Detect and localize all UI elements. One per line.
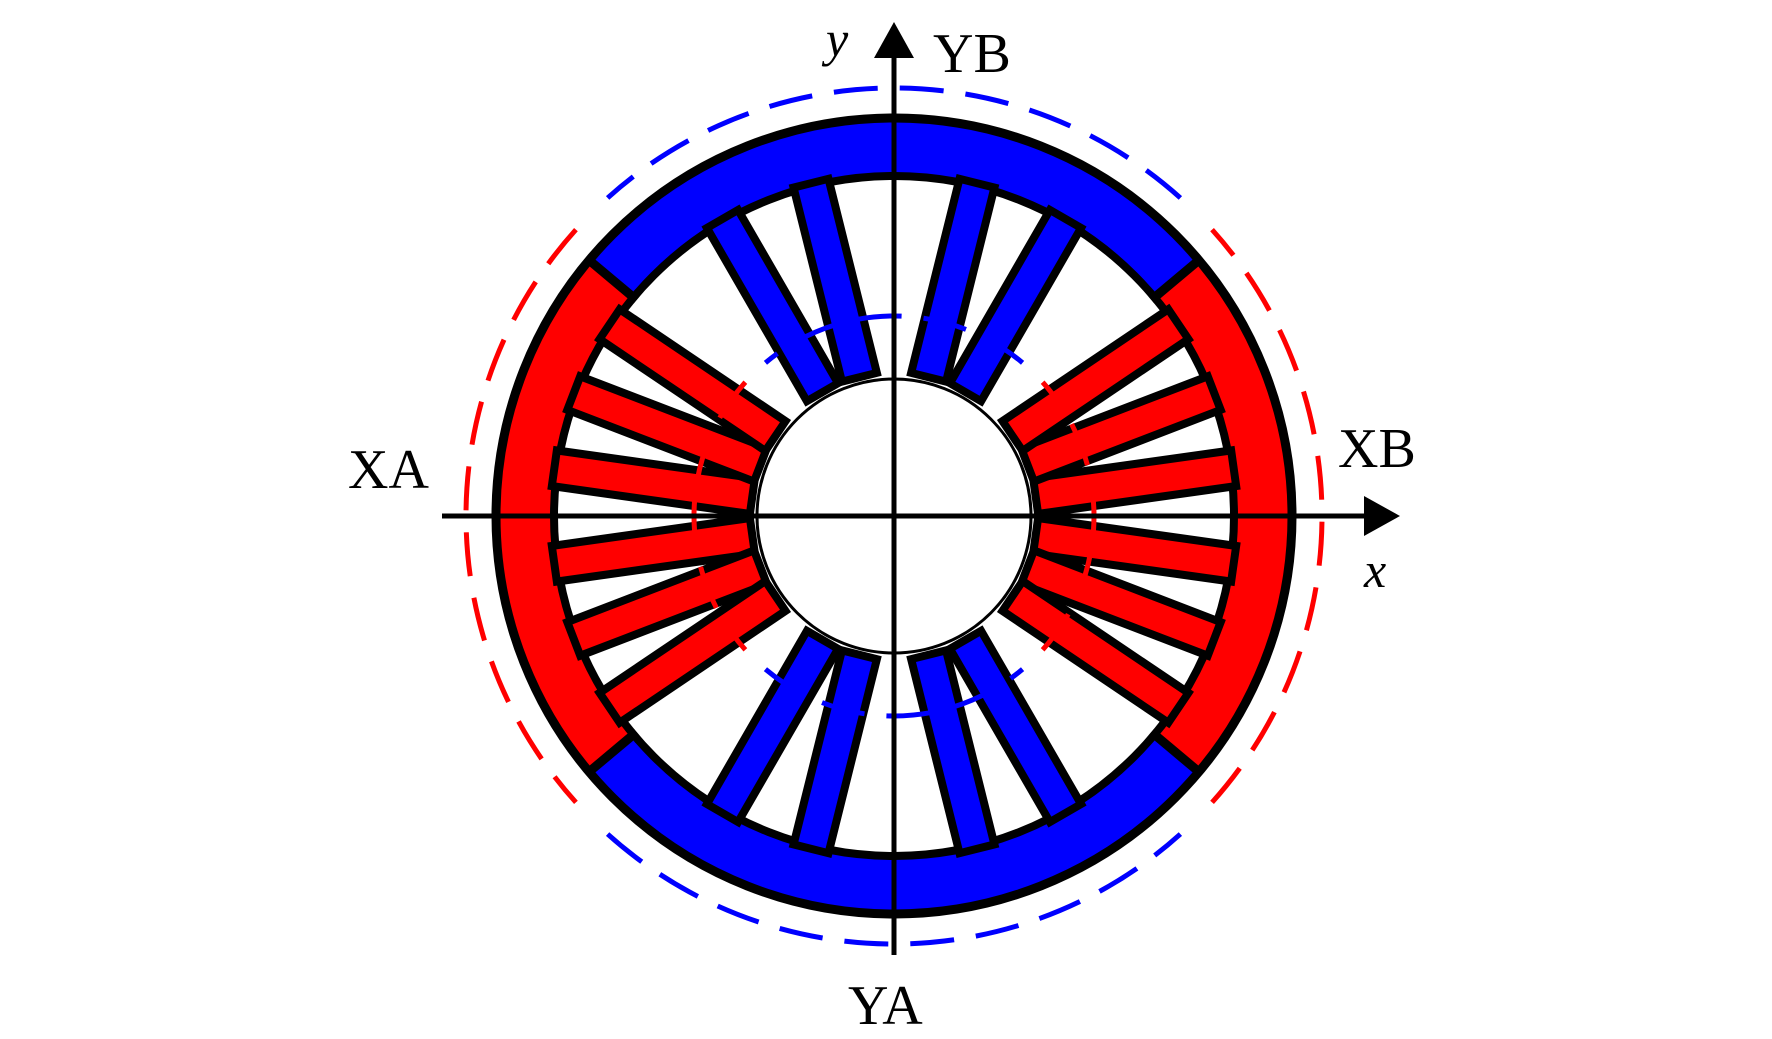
y-axis-arrowhead: [874, 22, 914, 58]
x-axis-label: x: [1363, 542, 1386, 598]
outer-dashed-arcs: [463, 85, 1325, 947]
stator-tooth: [788, 645, 882, 859]
tooth-body: [1015, 371, 1226, 487]
stator-tooth: [906, 173, 1000, 387]
stator-tooth: [701, 204, 844, 407]
stator-tooth: [594, 575, 792, 729]
stator-tooth: [1015, 545, 1226, 661]
tooth-body: [996, 575, 1194, 729]
label-ya: YA: [848, 975, 923, 1037]
yoke-sector-yb: [589, 117, 1199, 298]
tooth-body: [547, 513, 760, 587]
tooth-body: [906, 645, 1000, 859]
tooth-body: [788, 645, 882, 859]
stator-tooth: [1028, 513, 1241, 587]
outer-flux-arc-xb: [1210, 227, 1325, 805]
stator-tooth: [944, 204, 1087, 407]
stator-tooth: [1015, 371, 1226, 487]
stator-tooth: [547, 513, 760, 587]
sector-divider: [1148, 256, 1202, 304]
stator-tooth: [701, 625, 844, 828]
tooth-body: [1015, 545, 1226, 661]
tooth-body: [594, 303, 792, 457]
stator-tooth: [1028, 445, 1241, 519]
x-axis-arrowhead: [1364, 496, 1400, 536]
y-axis-label: y: [821, 11, 849, 67]
tooth-body: [944, 204, 1087, 407]
stator-tooth: [906, 645, 1000, 859]
tooth-body: [594, 575, 792, 729]
sector-divider: [586, 256, 640, 304]
tooth-body: [906, 173, 1000, 387]
tooth-body: [788, 173, 882, 387]
outer-flux-arc-xa: [463, 227, 578, 805]
stator-tooth: [788, 173, 882, 387]
sector-divider: [1148, 728, 1202, 776]
tooth-body: [944, 625, 1087, 828]
stator-tooth: [562, 545, 773, 661]
stator-tooth: [547, 445, 760, 519]
stator-tooth: [562, 371, 773, 487]
stator-tooth: [996, 575, 1194, 729]
outer-flux-arc-yb: [605, 85, 1183, 200]
stator-tooth: [594, 303, 792, 457]
tooth-body: [996, 303, 1194, 457]
stator-tooth: [996, 303, 1194, 457]
tooth-body: [1028, 513, 1241, 587]
sector-divider: [586, 728, 640, 776]
yoke-sector-ya: [589, 734, 1199, 915]
stator-tooth: [944, 625, 1087, 828]
tooth-body: [562, 545, 773, 661]
stator-teeth: [547, 173, 1241, 859]
label-yb: YB: [933, 23, 1011, 85]
tooth-body: [547, 445, 760, 519]
tooth-body: [1028, 445, 1241, 519]
yoke-sector-xa: [496, 260, 634, 772]
outer-flux-arc-ya: [605, 832, 1183, 947]
yoke-sector-xb: [1154, 260, 1292, 772]
tooth-body: [701, 625, 844, 828]
label-xa: XA: [348, 439, 429, 501]
tooth-body: [701, 204, 844, 407]
label-xb: XB: [1338, 418, 1416, 480]
tooth-body: [562, 371, 773, 487]
